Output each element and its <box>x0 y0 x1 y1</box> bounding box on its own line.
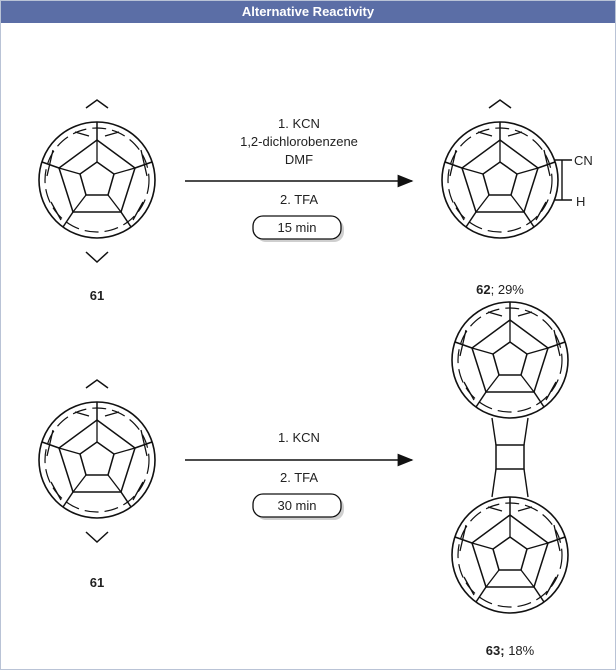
condition-line: 2. TFA <box>280 470 318 485</box>
time-badge-text: 15 min <box>277 220 316 235</box>
condition-line: 1. KCN <box>278 116 320 131</box>
product-62-structure <box>441 99 572 239</box>
substituent-h: H <box>576 194 585 209</box>
condition-line: 1,2-dichlorobenzene <box>240 134 358 149</box>
product-62-number: 62 <box>476 282 490 297</box>
reactant-2-structure <box>38 379 156 544</box>
condition-line: DMF <box>285 152 313 167</box>
reaction-2-conditions: 1. KCN 2. TFA 30 min <box>185 430 414 520</box>
panel-title: Alternative Reactivity <box>1 1 615 23</box>
time-badge <box>252 493 342 518</box>
product-63-label: 63; 18% <box>486 643 535 658</box>
time-badge-text: 30 min <box>277 498 316 513</box>
product-62-label: 62; 29% <box>476 282 524 297</box>
product-62-yield: ; 29% <box>491 282 525 297</box>
product-63-yield: 18% <box>505 643 535 658</box>
condition-line: 1. KCN <box>278 430 320 445</box>
reactant-2-label: 61 <box>90 575 104 590</box>
reaction-1-conditions: 1. KCN 1,2-dichlorobenzene DMF 2. TFA 15… <box>185 116 414 242</box>
product-63-structure <box>451 301 569 614</box>
condition-line: 2. TFA <box>280 192 318 207</box>
time-badge <box>252 215 342 240</box>
substituent-cn: CN <box>574 153 593 168</box>
reactant-1-structure <box>38 99 156 264</box>
reactant-1-label: 61 <box>90 288 104 303</box>
product-63-number: 63; <box>486 643 505 658</box>
